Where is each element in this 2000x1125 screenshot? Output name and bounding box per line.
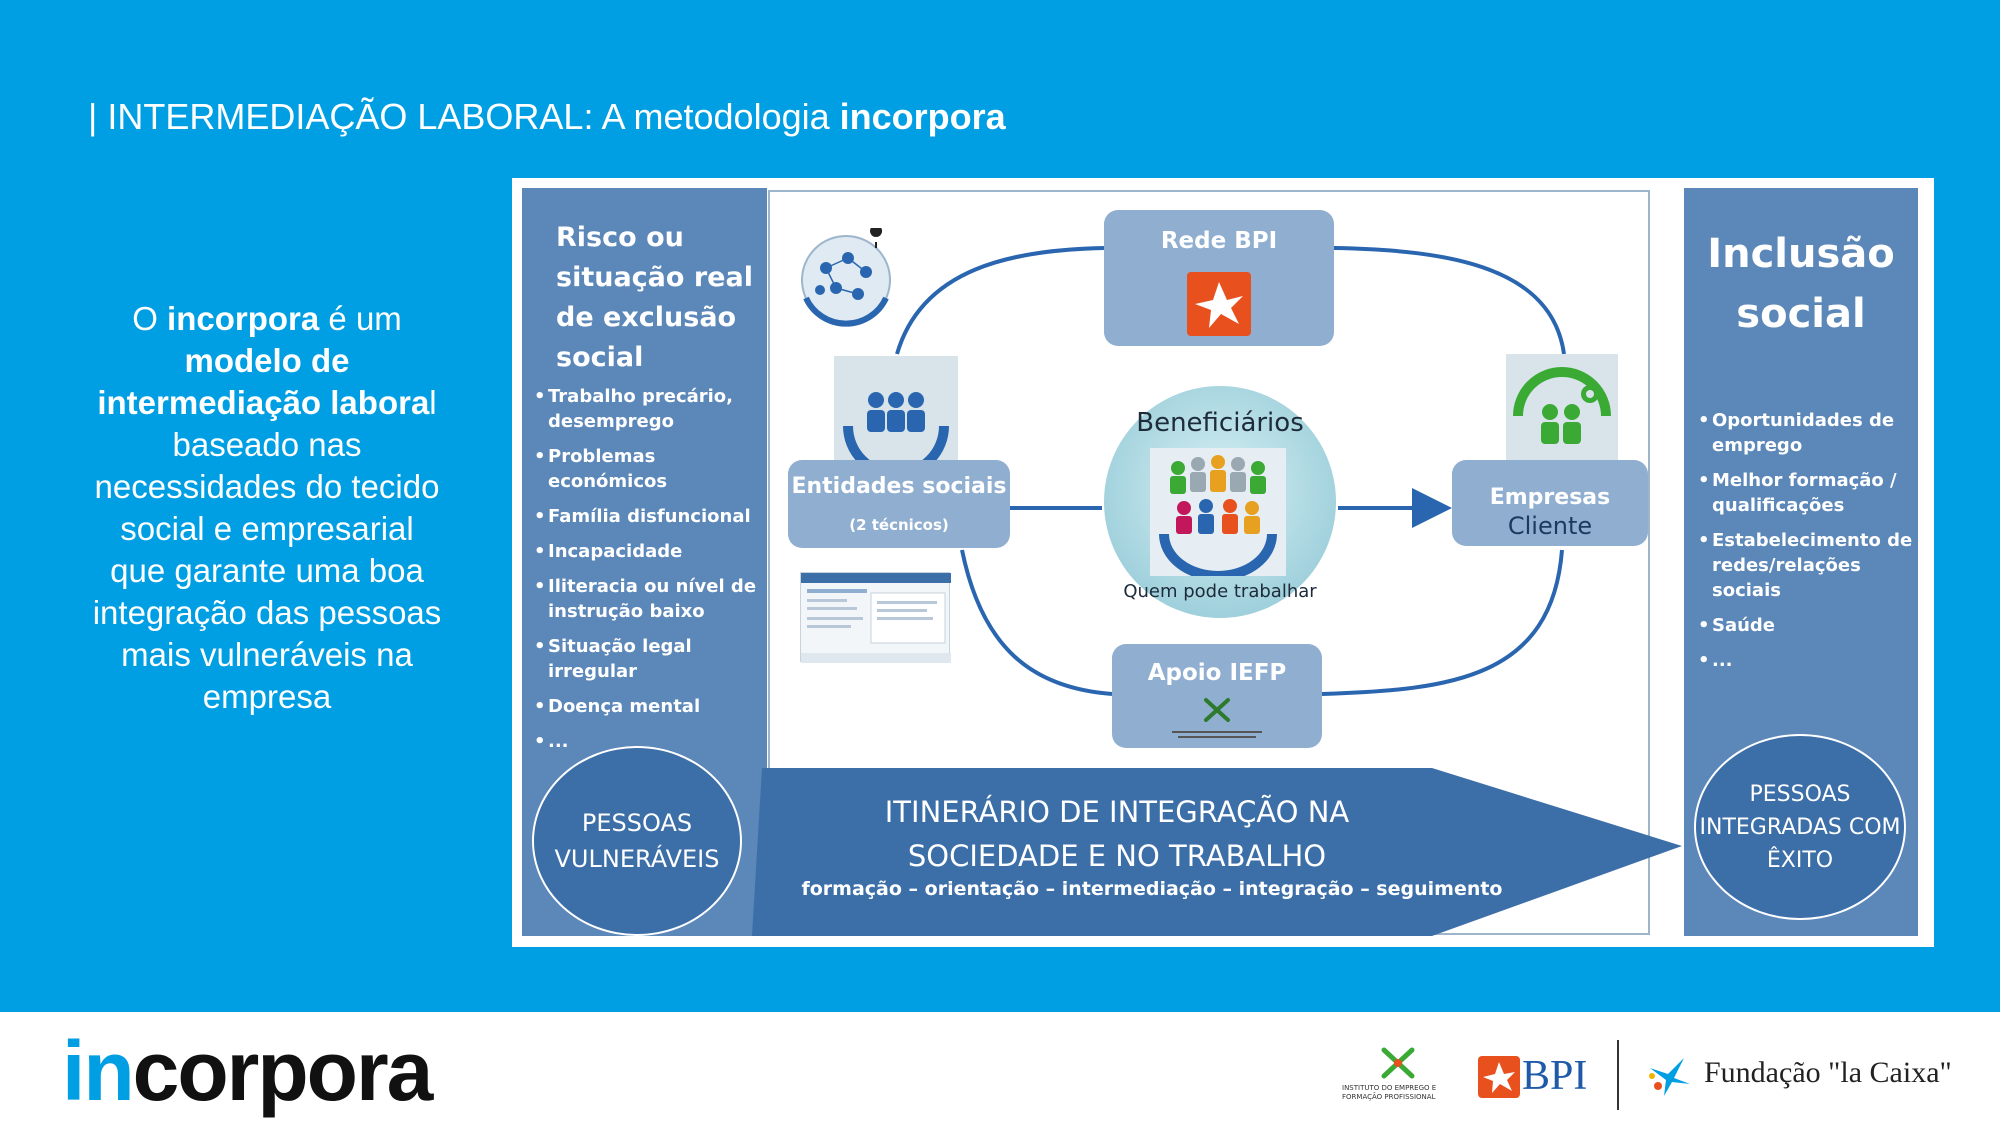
document-thumbnail bbox=[800, 572, 951, 663]
la-caixa-star-icon bbox=[1649, 1058, 1690, 1096]
left-item: Família disfuncional bbox=[534, 504, 764, 529]
apoio-iefp-box: Apoio IEFP bbox=[1112, 644, 1322, 748]
right-item: Melhor formação / qualificações bbox=[1698, 468, 1916, 518]
apoio-iefp-label: Apoio IEFP bbox=[1147, 660, 1287, 686]
iefp-logo bbox=[1381, 1047, 1415, 1079]
document-screenshot-icon bbox=[801, 573, 951, 663]
intro-b1: incorpora bbox=[167, 300, 320, 337]
entidades-sociais-label: Entidades sociais bbox=[791, 474, 1007, 499]
arc-top-left bbox=[895, 246, 1105, 355]
left-item: Trabalho precário, desemprego bbox=[534, 384, 764, 434]
bpi-logo-text: BPI bbox=[1522, 1053, 1588, 1099]
beneficiaries-title: Beneficiários bbox=[1136, 408, 1304, 438]
cliente-label: Cliente bbox=[1507, 512, 1593, 540]
intro-t2: é um bbox=[319, 300, 402, 337]
itinerary-arrow bbox=[752, 768, 1682, 936]
left-item: Incapacidade bbox=[534, 539, 764, 564]
itinerary-steps: formação – orientação – intermediação – … bbox=[801, 878, 1503, 900]
beneficiaries-people-card bbox=[1150, 448, 1286, 581]
slide-title: | INTERMEDIAÇÃO LABORAL: A metodologia i… bbox=[88, 96, 1006, 138]
right-heading: Inclusão social bbox=[1707, 231, 1895, 337]
empresas-cliente-box: Empresas Cliente bbox=[1452, 460, 1648, 546]
bpi-logo-icon bbox=[1478, 1056, 1520, 1098]
flow-arrows bbox=[895, 246, 1566, 696]
right-item: Estabelecimento de redes/relações sociai… bbox=[1698, 528, 1916, 603]
iefp-logo-text: INSTITUTO DO EMPREGO E FORMAÇÃO PROFISSI… bbox=[1342, 1084, 1437, 1101]
logo-corpora: corpora bbox=[132, 1024, 434, 1118]
right-item: Oportunidades de emprego bbox=[1698, 408, 1916, 458]
itinerary-title: ITINERÁRIO DE INTEGRAÇÃO NA SOCIEDADE E … bbox=[884, 795, 1350, 873]
iefp-icon bbox=[1204, 698, 1230, 722]
bpi-icon bbox=[1187, 272, 1251, 336]
network-map-icon bbox=[801, 228, 891, 327]
left-item: Problemas económicos bbox=[534, 444, 764, 494]
entidades-sociais-sub: (2 técnicos) bbox=[849, 516, 949, 534]
footer bbox=[0, 1012, 2000, 1125]
left-item: ... bbox=[534, 729, 764, 754]
iefp-small-text-icon bbox=[1172, 731, 1262, 738]
rede-bpi-label: Rede BPI bbox=[1160, 228, 1278, 254]
fundacao-la-caixa-text: Fundação "la Caixa" bbox=[1704, 1056, 1952, 1089]
logo-in: in bbox=[62, 1024, 135, 1118]
footer-separator bbox=[1617, 1040, 1619, 1110]
vulnerable-people-circle: PESSOAS VULNERÁVEIS bbox=[532, 746, 742, 936]
integrated-people-circle: PESSOAS INTEGRADAS COM ÊXITO bbox=[1694, 734, 1906, 920]
title-bold: incorpora bbox=[839, 96, 1006, 137]
companies-gear-icon bbox=[1513, 367, 1611, 444]
title-prefix: | INTERMEDIAÇÃO LABORAL: A metodologia bbox=[88, 96, 840, 137]
empresas-label: Empresas bbox=[1489, 485, 1611, 510]
left-item: Doença mental bbox=[534, 694, 764, 719]
incorpora-logo: incorpora bbox=[62, 1024, 434, 1118]
entidades-sociais-box: Entidades sociais (2 técnicos) bbox=[788, 460, 1010, 548]
right-item: ... bbox=[1698, 648, 1916, 673]
vulnerable-people-label: PESSOAS VULNERÁVEIS bbox=[554, 809, 720, 873]
right-item: Saúde bbox=[1698, 613, 1916, 638]
left-item: Situação legal irregular bbox=[534, 634, 764, 684]
left-heading: Risco ou situação real de exclusão socia… bbox=[556, 222, 753, 373]
left-list: Trabalho precário, desemprego Problemas … bbox=[534, 384, 764, 764]
beneficiaries-circle: Beneficiários Quem pode trabalhar bbox=[1104, 386, 1336, 618]
arc-bottom-left bbox=[960, 549, 1113, 696]
social-entities-card bbox=[834, 356, 958, 479]
integrated-people-label: PESSOAS INTEGRADAS COM ÊXITO bbox=[1699, 781, 1901, 873]
left-item: Iliteracia ou nível de instrução baixo bbox=[534, 574, 764, 624]
people-group-icon bbox=[1159, 455, 1277, 581]
arc-bottom-right bbox=[1321, 549, 1564, 696]
arc-top-right bbox=[1333, 246, 1566, 355]
social-group-icon bbox=[843, 392, 949, 479]
intro-t3: l baseado nas necessidades do tecido soc… bbox=[92, 384, 442, 715]
intro-b2: modelo de intermediação labora bbox=[97, 342, 430, 421]
rede-bpi-box: Rede BPI bbox=[1104, 210, 1334, 346]
right-list: Oportunidades de emprego Melhor formação… bbox=[1698, 408, 1916, 683]
methodology-diagram: Risco ou situação real de exclusão socia… bbox=[512, 178, 1934, 947]
intro-t1: O bbox=[132, 300, 168, 337]
beneficiaries-sub: Quem pode trabalhar bbox=[1123, 581, 1317, 602]
companies-card bbox=[1506, 354, 1618, 466]
intro-text: O incorpora é um modelo de intermediação… bbox=[92, 298, 442, 718]
slide: | INTERMEDIAÇÃO LABORAL: A metodologia i… bbox=[0, 0, 2000, 1012]
